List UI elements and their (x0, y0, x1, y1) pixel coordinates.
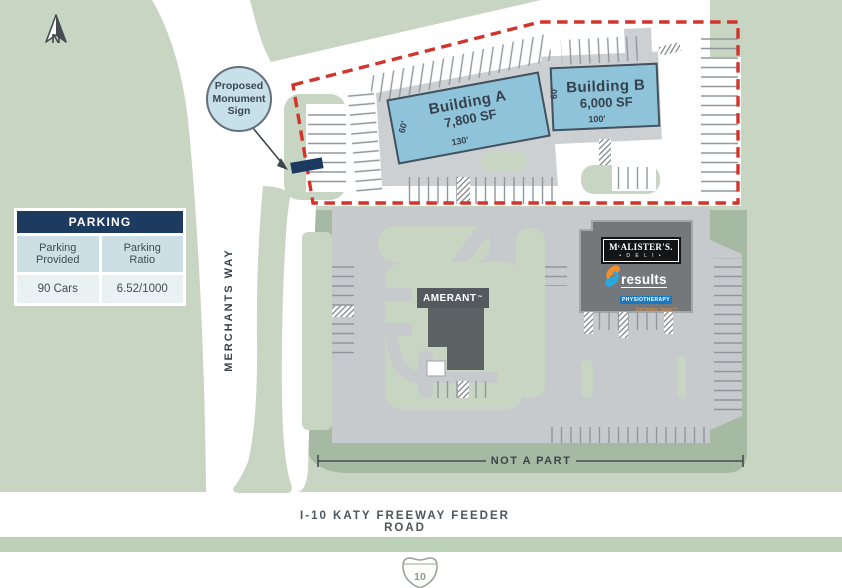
parking-table-col-provided: Parking Provided (17, 236, 99, 272)
parking-stripes (701, 32, 738, 196)
north-arrow-icon (45, 14, 67, 43)
lot-island (516, 228, 545, 398)
parking-stripes (560, 35, 642, 65)
building-a (386, 71, 551, 165)
results-tagline: Get better, faster™ (635, 307, 678, 313)
lot-island (677, 356, 686, 398)
building-b-depth-dim: 60' (549, 86, 559, 100)
property-boundary-dashed (291, 20, 740, 205)
parking-stripes (714, 258, 742, 414)
results-swoosh-icon (605, 265, 620, 287)
parking-stripes (347, 85, 383, 196)
callout-leader-line (252, 127, 282, 163)
drive-cut (451, 219, 495, 269)
callout-arrowhead-icon (277, 158, 288, 170)
shield-number: 10 (414, 571, 426, 583)
callout-line: Proposed (214, 80, 264, 93)
amerant-tm: ™ (477, 295, 483, 301)
building-b-width-dim: 100' (588, 113, 606, 125)
not-a-part-dimension-line (317, 455, 744, 467)
parking-provided-value: 90 Cars (17, 275, 99, 303)
parking-stripes (545, 427, 709, 443)
freeway-median-strip (0, 537, 842, 552)
parking-stripes (614, 167, 652, 189)
callout-line: Sign (227, 105, 251, 118)
results-logo: results PHYSIOTHERAPY Get better, faster… (604, 264, 688, 313)
crosswalk-hatches (584, 312, 673, 338)
road-median-island (233, 186, 292, 493)
parking-table: PARKING Parking Provided Parking Ratio 9… (14, 208, 186, 306)
drive-lane (385, 288, 412, 301)
parking-table-title: PARKING (17, 211, 183, 233)
crosswalk-hatch (457, 177, 470, 204)
building-b-name: Building B (565, 76, 646, 97)
mcalisters-deli: • D E L I • (619, 253, 663, 259)
drive-thru-canopy (426, 360, 446, 377)
monument-sign-callout: Proposed Monument Sign (206, 66, 272, 132)
parking-ratio-value: 6.52/1000 (101, 275, 183, 303)
parking-stripes (367, 33, 553, 103)
parking-stripes (545, 264, 567, 286)
lot-left-landscape-band (302, 232, 332, 430)
merchants-way-label: MERCHANTS WAY (223, 248, 235, 372)
parking-stripes (594, 312, 664, 330)
results-name: results (621, 271, 667, 288)
building-b-label: Building B 6,000 SF (555, 76, 656, 113)
crosswalk-hatch (458, 381, 469, 398)
site-landscape-island (480, 152, 527, 171)
not-a-part-label: NOT A PART (490, 455, 572, 467)
drive-lane (385, 323, 412, 336)
amerant-building (428, 308, 484, 370)
callout-line: Monument (212, 92, 266, 105)
feeder-road-label: I-10 KATY FREEWAY FEEDER ROAD (300, 510, 510, 534)
parking-stripes (407, 177, 554, 204)
results-physiotherapy: PHYSIOTHERAPY (620, 296, 672, 304)
north-label: N (51, 31, 61, 46)
amerant-name: AMERANT (423, 292, 477, 304)
mcalisters-logo: MᶜALISTER'S. • D E L I • (601, 237, 681, 264)
crosswalk-hatch (332, 306, 354, 317)
parking-stripes (308, 108, 346, 188)
monument-sign-marker (290, 157, 324, 174)
drive-lane (430, 372, 498, 383)
lot-island (581, 360, 593, 398)
building-b (549, 62, 661, 132)
parking-table-col-ratio: Parking Ratio (101, 236, 183, 272)
mcalisters-name: MᶜALISTER'S. (609, 242, 673, 252)
crosswalk-hatch (658, 42, 682, 56)
interstate-10-shield-icon: 10 (402, 557, 438, 588)
